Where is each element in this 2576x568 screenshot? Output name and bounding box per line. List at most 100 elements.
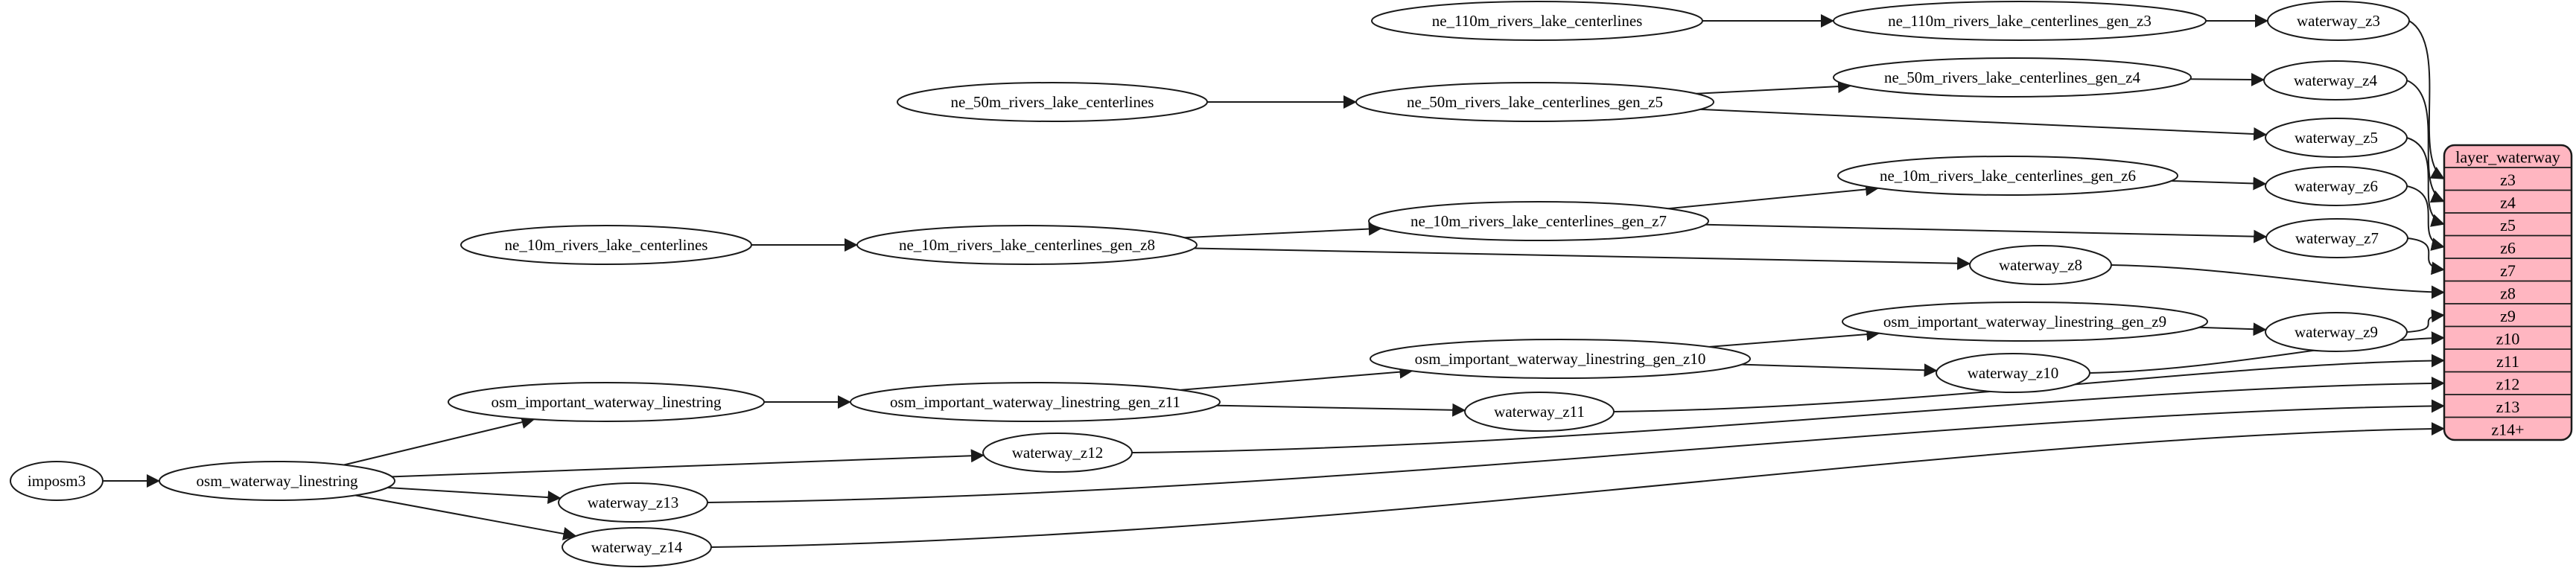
node-osm_waterway_linestring: osm_waterway_linestring	[159, 461, 395, 501]
node-shape-waterway_z8	[1969, 245, 2112, 285]
node-shape-ne_110m_rivers_lake_centerlines_gen_z3	[1833, 1, 2207, 41]
node-shape-waterway_z5	[2265, 118, 2408, 158]
node-ne_10m_rivers_lake_centerlines_gen_z7: ne_10m_rivers_lake_centerlines_gen_z7	[1368, 201, 1709, 241]
node-waterway_z13: waterway_z13	[558, 482, 708, 523]
node-waterway_z10: waterway_z10	[1936, 353, 2090, 393]
edge-ne_10m_rivers_lake_centerlines_gen_z8-to-ne_10m_rivers_lake_centerlines_gen_z7	[1184, 222, 1382, 239]
edge-osm_important_waterway_linestring_gen_z10-to-waterway_z10	[1741, 363, 1938, 377]
node-label-osm_waterway_linestring: osm_waterway_linestring	[197, 472, 358, 490]
table-row-z11: z11	[2496, 352, 2519, 371]
node-label-waterway_z8: waterway_z8	[1999, 256, 2082, 274]
node-label-waterway_z10: waterway_z10	[1968, 364, 2058, 382]
table-background	[2444, 145, 2572, 440]
table-row-z6: z6	[2500, 238, 2516, 257]
node-imposm3: imposm3	[10, 461, 104, 501]
node-label-osm_important_waterway_linestring_gen_z9: osm_important_waterway_linestring_gen_z9	[1883, 313, 2166, 331]
node-label-osm_important_waterway_linestring: osm_important_waterway_linestring	[491, 393, 722, 411]
node-label-osm_important_waterway_linestring_gen_z11: osm_important_waterway_linestring_gen_z1…	[890, 393, 1180, 411]
edge-osm_waterway_linestring-to-waterway_z14	[355, 494, 577, 540]
node-waterway_z5: waterway_z5	[2265, 118, 2408, 158]
node-shape-ne_50m_rivers_lake_centerlines	[897, 82, 1208, 122]
node-ne_50m_rivers_lake_centerlines_gen_z4: ne_50m_rivers_lake_centerlines_gen_z4	[1833, 57, 2192, 98]
node-waterway_z3: waterway_z3	[2267, 1, 2410, 41]
node-ne_50m_rivers_lake_centerlines_gen_z5: ne_50m_rivers_lake_centerlines_gen_z5	[1355, 82, 1714, 122]
edge-ne_50m_rivers_lake_centerlines_gen_z4-to-waterway_z4	[2190, 72, 2265, 86]
node-ne_110m_rivers_lake_centerlines_gen_z3: ne_110m_rivers_lake_centerlines_gen_z3	[1833, 1, 2207, 41]
table-row-z7: z7	[2500, 261, 2516, 280]
node-label-ne_110m_rivers_lake_centerlines_gen_z3: ne_110m_rivers_lake_centerlines_gen_z3	[1888, 12, 2152, 30]
table-row-z13: z13	[2496, 398, 2520, 416]
node-waterway_z8: waterway_z8	[1969, 245, 2112, 285]
node-waterway_z4: waterway_z4	[2263, 60, 2408, 100]
node-waterway_z6: waterway_z6	[2265, 166, 2408, 206]
table-outline	[2443, 144, 2573, 441]
edge-waterway_z5-to-row-z5	[2406, 137, 2445, 227]
node-shape-waterway_z4	[2263, 60, 2408, 100]
node-shape-waterway_z11	[1464, 392, 1615, 432]
layer-waterway-table: layer_waterwayz3z4z5z6z7z8z9z10z11z12z13…	[2443, 144, 2573, 441]
node-label-ne_50m_rivers_lake_centerlines: ne_50m_rivers_lake_centerlines	[951, 93, 1154, 111]
edge-waterway_z4-to-row-z4	[2406, 80, 2445, 203]
edge-waterway_z13-to-row-z13	[707, 399, 2445, 503]
node-label-ne_10m_rivers_lake_centerlines_gen_z7: ne_10m_rivers_lake_centerlines_gen_z7	[1411, 212, 1667, 230]
edge-ne_10m_rivers_lake_centerlines_gen_z8-to-waterway_z8	[1194, 247, 1971, 270]
node-label-ne_50m_rivers_lake_centerlines_gen_z5: ne_50m_rivers_lake_centerlines_gen_z5	[1407, 93, 1663, 111]
node-waterway_z12: waterway_z12	[982, 433, 1133, 473]
node-waterway_z11: waterway_z11	[1464, 392, 1615, 432]
node-label-waterway_z3: waterway_z3	[2297, 12, 2380, 30]
node-ne_50m_rivers_lake_centerlines: ne_50m_rivers_lake_centerlines	[897, 82, 1208, 122]
node-waterway_z9: waterway_z9	[2265, 312, 2408, 352]
node-shape-waterway_z13	[558, 482, 708, 523]
edge-osm_important_waterway_linestring_gen_z10-to-osm_important_waterway_linestring_gen_z9	[1709, 328, 1880, 348]
node-label-waterway_z11: waterway_z11	[1494, 403, 1585, 421]
node-osm_important_waterway_linestring_gen_z10: osm_important_waterway_linestring_gen_z1…	[1370, 339, 1751, 379]
edge-osm_waterway_linestring-to-waterway_z13	[387, 487, 562, 505]
node-shape-ne_10m_rivers_lake_centerlines_gen_z8	[856, 225, 1198, 265]
node-osm_important_waterway_linestring_gen_z9: osm_important_waterway_linestring_gen_z9	[1842, 301, 2208, 342]
node-waterway_z14: waterway_z14	[562, 527, 712, 567]
node-label-ne_10m_rivers_lake_centerlines_gen_z6: ne_10m_rivers_lake_centerlines_gen_z6	[1880, 167, 2136, 185]
edge-waterway_z12-to-row-z12	[1131, 376, 2445, 453]
table-row-z5: z5	[2500, 216, 2516, 234]
node-label-waterway_z6: waterway_z6	[2294, 177, 2378, 195]
node-label-waterway_z14: waterway_z14	[591, 538, 683, 556]
node-shape-waterway_z9	[2265, 312, 2408, 352]
node-shape-waterway_z3	[2267, 1, 2410, 41]
nodes-layer: imposm3 osm_waterway_linestring osm_import…	[10, 1, 2410, 567]
table-title: layer_waterway	[2455, 148, 2560, 167]
node-label-osm_important_waterway_linestring_gen_z10: osm_important_waterway_linestring_gen_z1…	[1415, 350, 1706, 368]
edge-waterway_z7-to-row-z7	[2407, 237, 2445, 275]
node-shape-osm_important_waterway_linestring_gen_z10	[1370, 339, 1751, 379]
edge-ne_10m_rivers_lake_centerlines_gen_z7-to-ne_10m_rivers_lake_centerlines_gen_z6	[1667, 182, 1880, 210]
edge-waterway_z14-to-row-z14	[710, 422, 2445, 548]
edge-ne_10m_rivers_lake_centerlines_gen_z7-to-waterway_z7	[1705, 223, 2268, 243]
node-shape-osm_important_waterway_linestring	[448, 382, 765, 422]
node-ne_10m_rivers_lake_centerlines: ne_10m_rivers_lake_centerlines	[460, 225, 752, 265]
edge-waterway_z8-to-row-z8	[2111, 264, 2445, 299]
edge-osm_waterway_linestring-to-osm_important_waterway_linestring	[343, 415, 535, 466]
node-ne_110m_rivers_lake_centerlines: ne_110m_rivers_lake_centerlines	[1371, 1, 1703, 41]
node-waterway_z7: waterway_z7	[2265, 218, 2408, 258]
node-shape-osm_important_waterway_linestring_gen_z11	[850, 382, 1221, 422]
edge-ne_50m_rivers_lake_centerlines_gen_z5-to-waterway_z5	[1699, 108, 2268, 141]
node-label-waterway_z9: waterway_z9	[2294, 323, 2378, 341]
edge-waterway_z3-to-row-z3	[2408, 20, 2445, 180]
edge-waterway_z6-to-row-z6	[2406, 185, 2445, 251]
node-shape-waterway_z12	[982, 433, 1133, 473]
table-row-z8: z8	[2500, 284, 2516, 302]
edge-ne_10m_rivers_lake_centerlines_gen_z6-to-waterway_z6	[2171, 176, 2267, 191]
node-shape-ne_50m_rivers_lake_centerlines_gen_z4	[1833, 57, 2192, 98]
table-row-z10: z10	[2496, 329, 2520, 348]
edge-waterway_z10-to-row-z10	[2089, 331, 2445, 374]
node-shape-waterway_z7	[2265, 218, 2408, 258]
node-ne_10m_rivers_lake_centerlines_gen_z6: ne_10m_rivers_lake_centerlines_gen_z6	[1837, 156, 2178, 196]
node-label-waterway_z5: waterway_z5	[2294, 129, 2378, 147]
edge-osm_important_waterway_linestring_gen_z11-to-waterway_z11	[1216, 403, 1466, 417]
edge-osm_important_waterway_linestring_gen_z9-to-waterway_z9	[2198, 322, 2267, 336]
node-label-waterway_z12: waterway_z12	[1012, 444, 1103, 462]
node-shape-osm_important_waterway_linestring_gen_z9	[1842, 301, 2208, 342]
node-shape-waterway_z10	[1936, 353, 2090, 393]
node-shape-imposm3	[10, 461, 104, 501]
